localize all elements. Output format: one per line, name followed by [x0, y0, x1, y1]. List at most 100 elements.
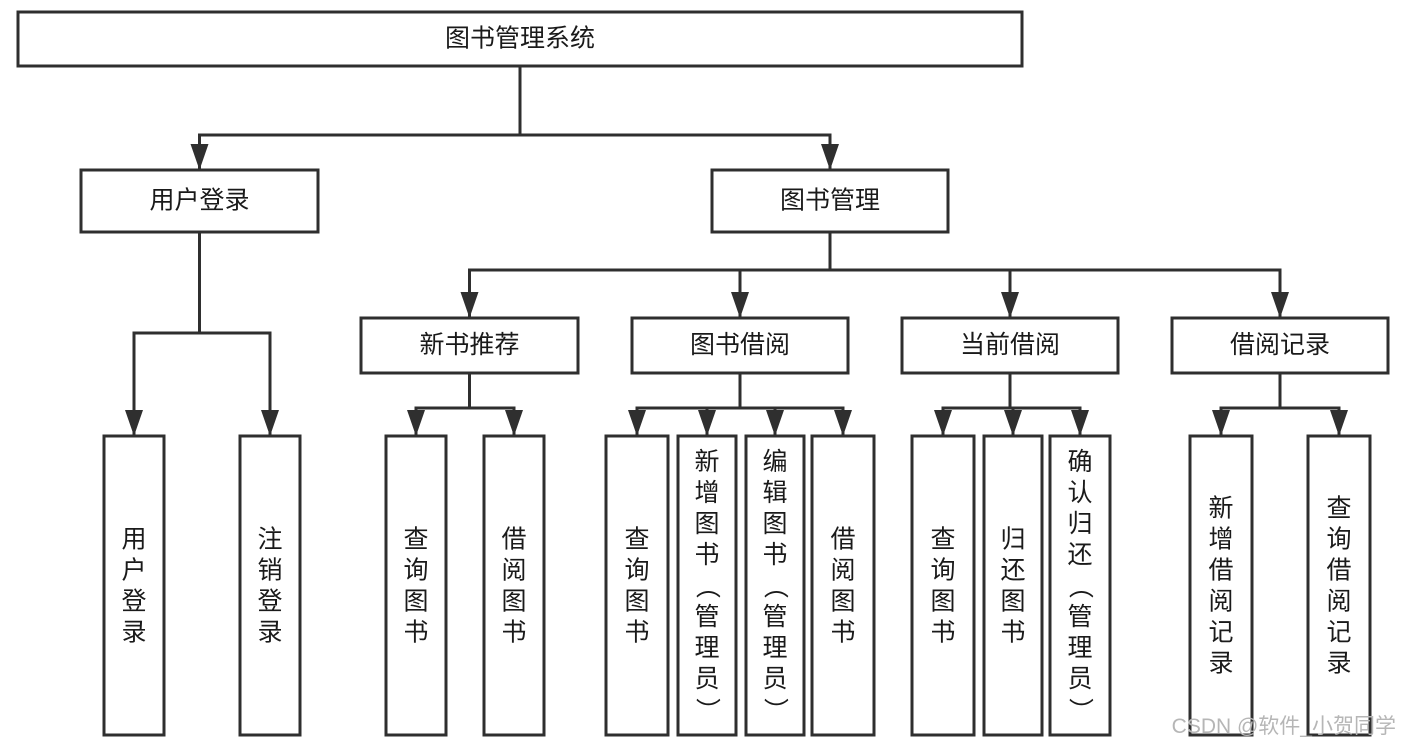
label-char: 用 [121, 526, 146, 554]
label-char: 图 [624, 588, 649, 616]
node-leaf-10[interactable] [1048, 434, 1112, 737]
label-char: 书 [403, 619, 428, 647]
label-char: 新 [1208, 495, 1233, 523]
node-leaf-5[interactable] [676, 434, 738, 737]
label-char: 还 [1067, 541, 1092, 569]
node-level3-2[interactable] [900, 316, 1120, 375]
label-char: 查 [403, 526, 428, 554]
node-leaf-4[interactable] [604, 434, 670, 737]
leafgrp-2-arrow-0 [628, 410, 646, 436]
label-char: 登 [257, 588, 282, 616]
root-arrow-1 [821, 144, 839, 170]
leafgrp-2-arrow-2 [766, 410, 784, 436]
node-leaf-label-0: 用户登录 [121, 526, 146, 647]
node-level3-label-1: 图书借阅 [690, 331, 790, 359]
node-leaf-7[interactable] [810, 434, 876, 737]
node-leaf-1[interactable] [238, 434, 302, 737]
label-char: 确 [1067, 448, 1092, 476]
label-char: 图 [403, 588, 428, 616]
leafgrp-3-arrow-0 [934, 410, 952, 436]
leafgrp-2-arrow-1 [698, 410, 716, 436]
node-leaf-6[interactable] [744, 434, 806, 737]
label-char: 阅 [1326, 588, 1351, 616]
mgmt-arrow-3 [1271, 292, 1289, 318]
label-char: ） [693, 698, 721, 723]
label-char: 录 [1208, 650, 1233, 678]
label-char: 借 [1326, 557, 1351, 585]
label-char: 管 [1067, 603, 1092, 631]
label-char: 书 [830, 619, 855, 647]
label-char: 辑 [762, 479, 787, 507]
leafgrp-2-arrow-3 [834, 410, 852, 436]
node-level3-1[interactable] [630, 316, 850, 375]
root-arrow-0 [190, 144, 209, 170]
label-char: 录 [257, 619, 282, 647]
leafgrp-3-arrow-2 [1071, 410, 1089, 436]
leafgrp-4-arrow-0 [1212, 410, 1230, 436]
label-char: 图 [694, 510, 719, 538]
node-level3-3[interactable] [1170, 316, 1390, 375]
label-char: 书 [624, 619, 649, 647]
node-level2-0[interactable] [79, 168, 320, 234]
label-char: 注 [257, 526, 282, 554]
node-root-label: 图书管理系统 [445, 25, 595, 53]
label-char: 借 [830, 526, 855, 554]
node-level3-0[interactable] [359, 316, 580, 375]
label-char: 书 [501, 619, 526, 647]
node-leaf-9[interactable] [982, 434, 1044, 737]
label-char: 户 [121, 557, 146, 585]
mgmt-arrow-2 [1001, 292, 1019, 318]
node-leaf-12[interactable] [1306, 434, 1372, 737]
node-leaf-0[interactable] [102, 434, 166, 737]
label-char: 书 [762, 541, 787, 569]
label-char: （ [761, 574, 789, 599]
label-char: 认 [1067, 479, 1092, 507]
label-char: ） [761, 698, 789, 723]
leafgrp-3-arrow-1 [1004, 410, 1022, 436]
node-leaf-3[interactable] [482, 434, 546, 737]
node-leaf-8[interactable] [910, 434, 976, 737]
node-level2-label-0: 用户登录 [149, 187, 249, 215]
label-char: 阅 [830, 557, 855, 585]
label-char: 查 [624, 526, 649, 554]
node-level3-label-0: 新书推荐 [419, 331, 519, 359]
node-leaf-2[interactable] [384, 434, 448, 737]
label-char: （ [1066, 574, 1094, 599]
label-char: 还 [1000, 557, 1025, 585]
node-layer: 图书管理系统用户登录图书管理新书推荐图书借阅当前借阅借阅记录用户登录注销登录查询… [16, 10, 1390, 737]
label-char: ） [1066, 698, 1094, 723]
label-char: 图 [501, 588, 526, 616]
label-char: 归 [1000, 526, 1025, 554]
node-leaf-11[interactable] [1188, 434, 1254, 737]
label-char: 询 [930, 557, 955, 585]
label-char: 阅 [501, 557, 526, 585]
watermark-label: CSDN @软件_小贺同学 [1172, 715, 1396, 738]
label-char: 编 [762, 448, 787, 476]
label-char: 员 [694, 665, 719, 693]
label-char: 录 [1326, 650, 1351, 678]
label-char: 书 [930, 619, 955, 647]
label-char: 图 [930, 588, 955, 616]
leafgrp-1-arrow-1 [505, 410, 523, 436]
node-level2-1[interactable] [710, 168, 950, 234]
label-char: 增 [694, 479, 719, 507]
label-char: 归 [1067, 510, 1092, 538]
label-char: 录 [121, 619, 146, 647]
label-char: 员 [1067, 665, 1092, 693]
node-root-图书管理系统[interactable] [16, 10, 1024, 68]
connector-layer [125, 64, 1348, 436]
mgmt-arrow-1 [731, 292, 749, 318]
label-char: 借 [1208, 557, 1233, 585]
